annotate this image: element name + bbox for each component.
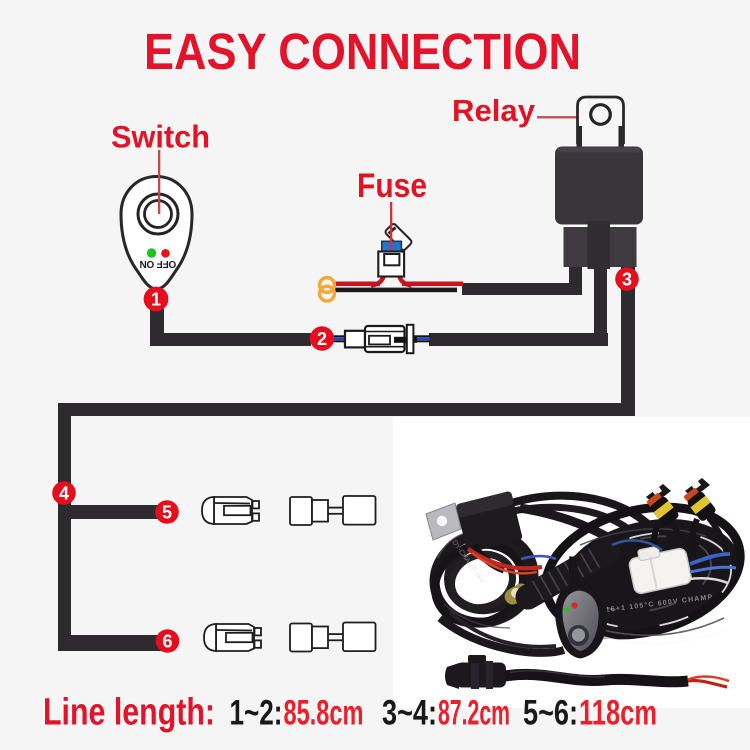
svg-text:5~6:: 5~6: <box>523 694 578 733</box>
svg-text:OFF ON: OFF ON <box>140 258 177 269</box>
svg-text:Relay: Relay <box>452 93 536 128</box>
svg-text:2: 2 <box>317 329 327 349</box>
svg-text:Line length:: Line length: <box>43 692 215 734</box>
svg-text:5: 5 <box>162 503 172 523</box>
svg-text:6: 6 <box>162 632 172 652</box>
svg-text:1: 1 <box>151 290 161 310</box>
svg-text:1~2:: 1~2: <box>230 694 283 733</box>
svg-text:3~4:: 3~4: <box>382 694 437 733</box>
svg-text:3: 3 <box>622 270 632 290</box>
svg-text:EASY CONNECTION: EASY CONNECTION <box>144 23 581 80</box>
svg-text:4: 4 <box>59 484 69 504</box>
svg-text:118cm: 118cm <box>579 694 657 733</box>
svg-text:Switch: Switch <box>111 119 210 155</box>
svg-text:87.2cm: 87.2cm <box>438 694 510 733</box>
svg-text:Fuse: Fuse <box>357 167 427 205</box>
svg-text:85.8cm: 85.8cm <box>284 694 364 733</box>
